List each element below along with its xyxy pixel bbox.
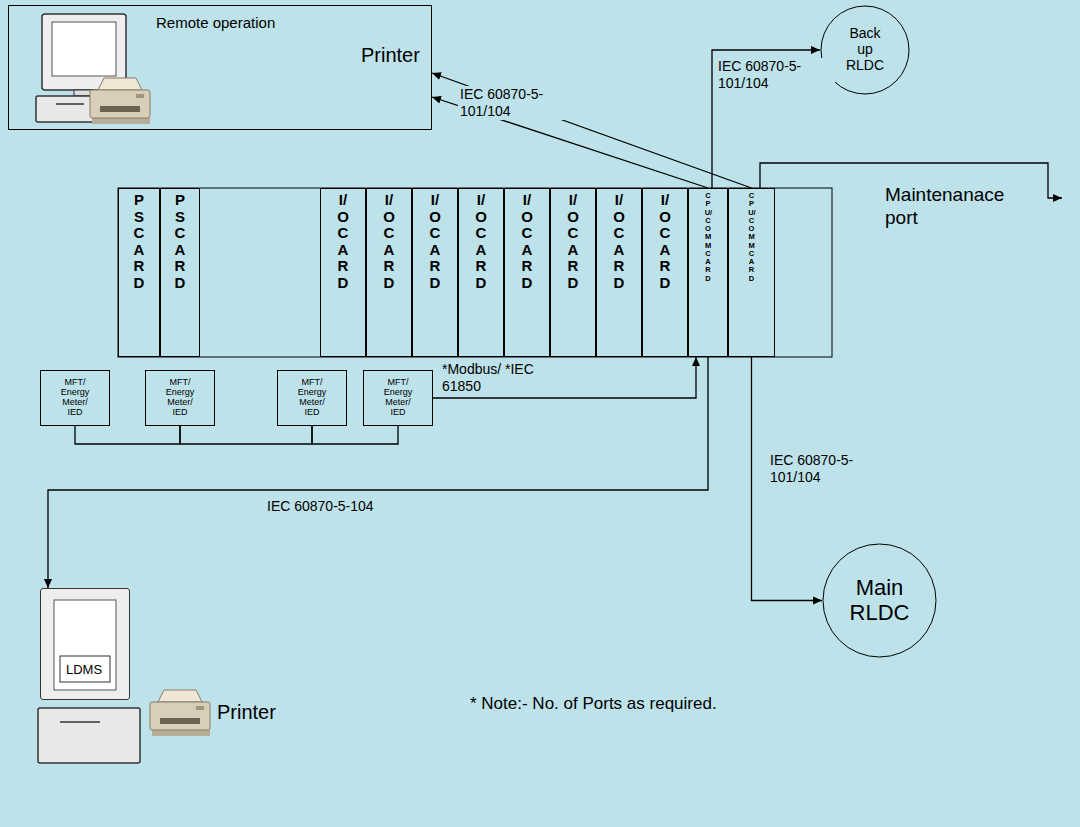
node-text: MFT/ Energy Meter/ IED <box>378 378 418 418</box>
node-text: MFT/ Energy Meter/ IED <box>160 378 200 418</box>
node-text: LDMS <box>66 662 102 677</box>
rack-card: I/O CARD <box>412 188 458 357</box>
protocol-label: IEC 60870-5-104 <box>265 498 376 515</box>
rack-card: I/O CARD <box>504 188 550 357</box>
protocol-label: IEC 60870-5-101/104 <box>716 58 835 92</box>
port-label: Maintenanace port <box>885 184 1035 230</box>
cpu-comm-card: CPU/COMM CARD <box>688 188 728 357</box>
ldms-computer <box>40 588 130 700</box>
node-text: I/O CARD <box>428 192 443 291</box>
circle-outline <box>823 544 936 657</box>
printer-label: Printer <box>217 700 276 724</box>
node-text: I/O CARD <box>566 192 581 291</box>
rack-outline <box>118 188 832 357</box>
node-text: Printer <box>361 44 420 67</box>
node-text: I/O CARD <box>382 192 397 291</box>
node-text: Remote operation <box>156 14 275 31</box>
node-text: MFT/ Energy Meter/ IED <box>55 378 95 418</box>
cpu-comm-card: CPU/COMM CARD <box>728 188 775 357</box>
node-text: CPU/COMM CARD <box>748 192 755 283</box>
meter-box: MFT/ Energy Meter/ IED <box>40 370 110 426</box>
node-text: I/O CARD <box>612 192 627 291</box>
node-text: I/O CARD <box>520 192 535 291</box>
node-text: I/O CARD <box>658 192 673 291</box>
rack-card: I/O CARD <box>366 188 412 357</box>
protocol-label: IEC 60870-5-101/104 <box>458 86 577 120</box>
node-text: PS CARD <box>132 192 147 291</box>
node-text: PS CARD <box>173 192 188 291</box>
protocol-label: *Modbus/ *IEC 61850 <box>440 361 539 395</box>
protocol-label: IEC 60870-5-101/104 <box>768 452 887 486</box>
ldms-computer <box>60 721 100 723</box>
rack-card: I/O CARD <box>320 188 366 357</box>
connector <box>433 357 696 398</box>
remote-operation-box: Remote operationPrinter <box>8 5 432 130</box>
ldms-monitor: LDMS <box>40 588 130 700</box>
rack-card: I/O CARD <box>596 188 642 357</box>
connector <box>75 426 180 444</box>
ldms-computer <box>60 656 110 682</box>
printer-icon <box>90 78 150 124</box>
node-text: Main RLDC <box>840 576 920 625</box>
remote-computer <box>52 22 116 76</box>
node-text: I/O CARD <box>474 192 489 291</box>
connector <box>312 426 398 444</box>
ldms-computer <box>54 600 116 690</box>
rack-card: I/O CARD <box>642 188 688 357</box>
node-text: Back up RLDC <box>844 26 886 73</box>
node-text: MFT/ Energy Meter/ IED <box>292 378 332 418</box>
meter-box: MFT/ Energy Meter/ IED <box>277 370 347 426</box>
connector <box>432 73 752 188</box>
connector <box>48 357 708 588</box>
rack-card: I/O CARD <box>550 188 596 357</box>
rack-card: I/O CARD <box>458 188 504 357</box>
meter-box: MFT/ Energy Meter/ IED <box>363 370 433 426</box>
meter-box: MFT/ Energy Meter/ IED <box>145 370 215 426</box>
rack-card: PS CARD <box>160 188 200 357</box>
printer-icon <box>150 690 210 736</box>
remote-computer <box>56 103 84 105</box>
note-text: * Note:- No. of Ports as required. <box>470 694 717 714</box>
node-text: I/O CARD <box>336 192 351 291</box>
node-text: CPU/COMM CARD <box>705 192 712 283</box>
ldms-computer <box>38 588 140 763</box>
connector <box>180 426 312 444</box>
ldms-computer <box>38 708 140 763</box>
rldc-circle: Main RLDC <box>822 543 937 658</box>
rack-card: PS CARD <box>118 188 160 357</box>
